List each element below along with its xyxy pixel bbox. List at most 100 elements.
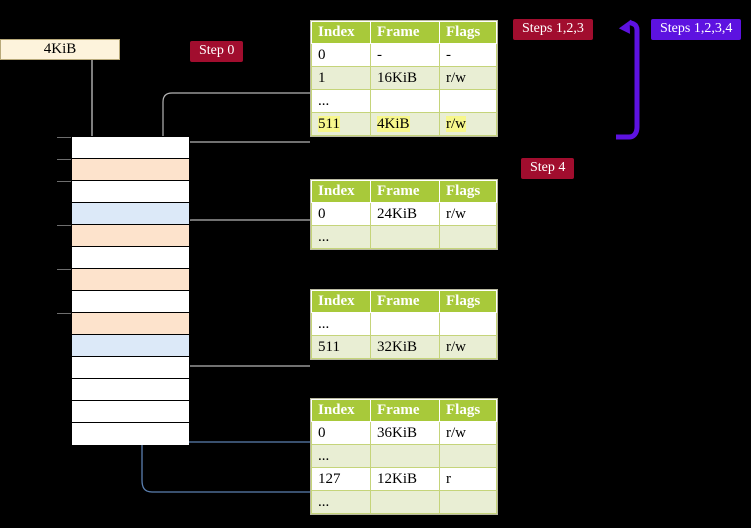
- memory-block-label: 4KiB: [43, 41, 77, 57]
- table-cell: 12KiB: [370, 467, 440, 491]
- memory-frame-row: [72, 269, 189, 291]
- table-cell: 32KiB: [370, 335, 440, 359]
- table-cell: ...: [311, 225, 371, 249]
- wire-pt-127: [142, 215, 312, 493]
- table-cell: 511: [311, 335, 371, 359]
- table-cell: [370, 490, 440, 514]
- table-cell: [439, 312, 497, 336]
- table-cell: ...: [311, 89, 371, 113]
- highlighted-value: 511: [318, 115, 340, 132]
- table-cell: r: [439, 467, 497, 491]
- memory-grid-tick: [57, 181, 71, 182]
- table-row[interactable]: ...: [311, 490, 497, 514]
- table-cell: 0: [311, 43, 371, 67]
- table-cell: 511: [311, 112, 371, 136]
- table-cell: 0: [311, 421, 371, 445]
- table-cell: 4KiB: [370, 112, 440, 136]
- table-cell: ...: [311, 444, 371, 468]
- table-row[interactable]: ...: [311, 444, 497, 468]
- table-cell: 36KiB: [370, 421, 440, 445]
- arrow-steps-1234: [616, 19, 640, 140]
- table-cell: -: [370, 43, 440, 67]
- column-header-index: Index: [311, 180, 371, 203]
- table-cell: 24KiB: [370, 202, 440, 226]
- table-row[interactable]: ...: [311, 89, 497, 113]
- table-cell: ...: [311, 312, 371, 336]
- memory-frame-row: [72, 423, 189, 445]
- column-header-flags: Flags: [439, 290, 497, 313]
- physical-memory-grid: [57, 136, 190, 445]
- column-header-index: Index: [311, 290, 371, 313]
- memory-frame-row: [72, 379, 189, 401]
- memory-frame-row: [72, 357, 189, 379]
- table-row[interactable]: ...: [311, 312, 497, 336]
- memory-grid-tick: [57, 225, 71, 226]
- badge-steps-1-2-3-4: Steps 1,2,3,4: [651, 19, 742, 40]
- memory-grid-tick: [57, 269, 71, 270]
- table-cell: 1: [311, 66, 371, 90]
- wire-pml4-511: [172, 141, 310, 160]
- column-header-flags: Flags: [439, 180, 497, 203]
- column-header-frame: Frame: [370, 21, 440, 44]
- badge-step-4: Step 4: [521, 158, 575, 179]
- memory-frame-row: [72, 247, 189, 269]
- table-cell: 127: [311, 467, 371, 491]
- table-cell: [439, 490, 497, 514]
- highlighted-value: 4KiB: [377, 115, 410, 132]
- table-cell: ...: [311, 490, 371, 514]
- wire-pdp-0: [181, 219, 310, 262]
- table-cell: 0: [311, 202, 371, 226]
- table-cell: [370, 89, 440, 113]
- memory-frame-row: [72, 291, 189, 313]
- table-cell: [370, 225, 440, 249]
- column-header-index: Index: [311, 399, 371, 422]
- table-cell: r/w: [439, 421, 497, 445]
- wire-pml4-1: [163, 92, 310, 215]
- table-row[interactable]: 511 4KiB r/w: [311, 112, 497, 136]
- wire-pd-511: [177, 322, 310, 367]
- memory-frame-row: [72, 137, 189, 159]
- memory-frame-row: [72, 181, 189, 203]
- table-row[interactable]: 0--: [311, 43, 497, 67]
- table-cell: r/w: [439, 202, 497, 226]
- column-header-flags: Flags: [439, 21, 497, 44]
- memory-frame-row: [72, 203, 189, 225]
- memory-frame-row: [72, 335, 189, 357]
- table-cell: [439, 225, 497, 249]
- memory-frame-row: [72, 159, 189, 181]
- badge-step-0: Step 0: [190, 41, 244, 62]
- table-cell: [370, 444, 440, 468]
- table-cell: -: [439, 43, 497, 67]
- table-cell: [439, 444, 497, 468]
- column-header-frame: Frame: [370, 180, 440, 203]
- column-header-frame: Frame: [370, 290, 440, 313]
- table-cell: [370, 312, 440, 336]
- badge-steps-1-2-3: Steps 1,2,3: [513, 19, 593, 40]
- highlighted-value: r/w: [446, 115, 466, 132]
- table-cell: r/w: [439, 66, 497, 90]
- column-header-flags: Flags: [439, 399, 497, 422]
- memory-grid-tick: [57, 137, 71, 138]
- memory-frame-row: [72, 225, 189, 247]
- memory-grid-tick: [57, 313, 71, 314]
- column-header-index: Index: [311, 21, 371, 44]
- table-cell: 16KiB: [370, 66, 440, 90]
- memory-block-4kib: 4KiB: [0, 39, 120, 60]
- table-cell: r/w: [439, 335, 497, 359]
- column-header-frame: Frame: [370, 399, 440, 422]
- memory-frame-row: [72, 313, 189, 335]
- table-row[interactable]: ...: [311, 225, 497, 249]
